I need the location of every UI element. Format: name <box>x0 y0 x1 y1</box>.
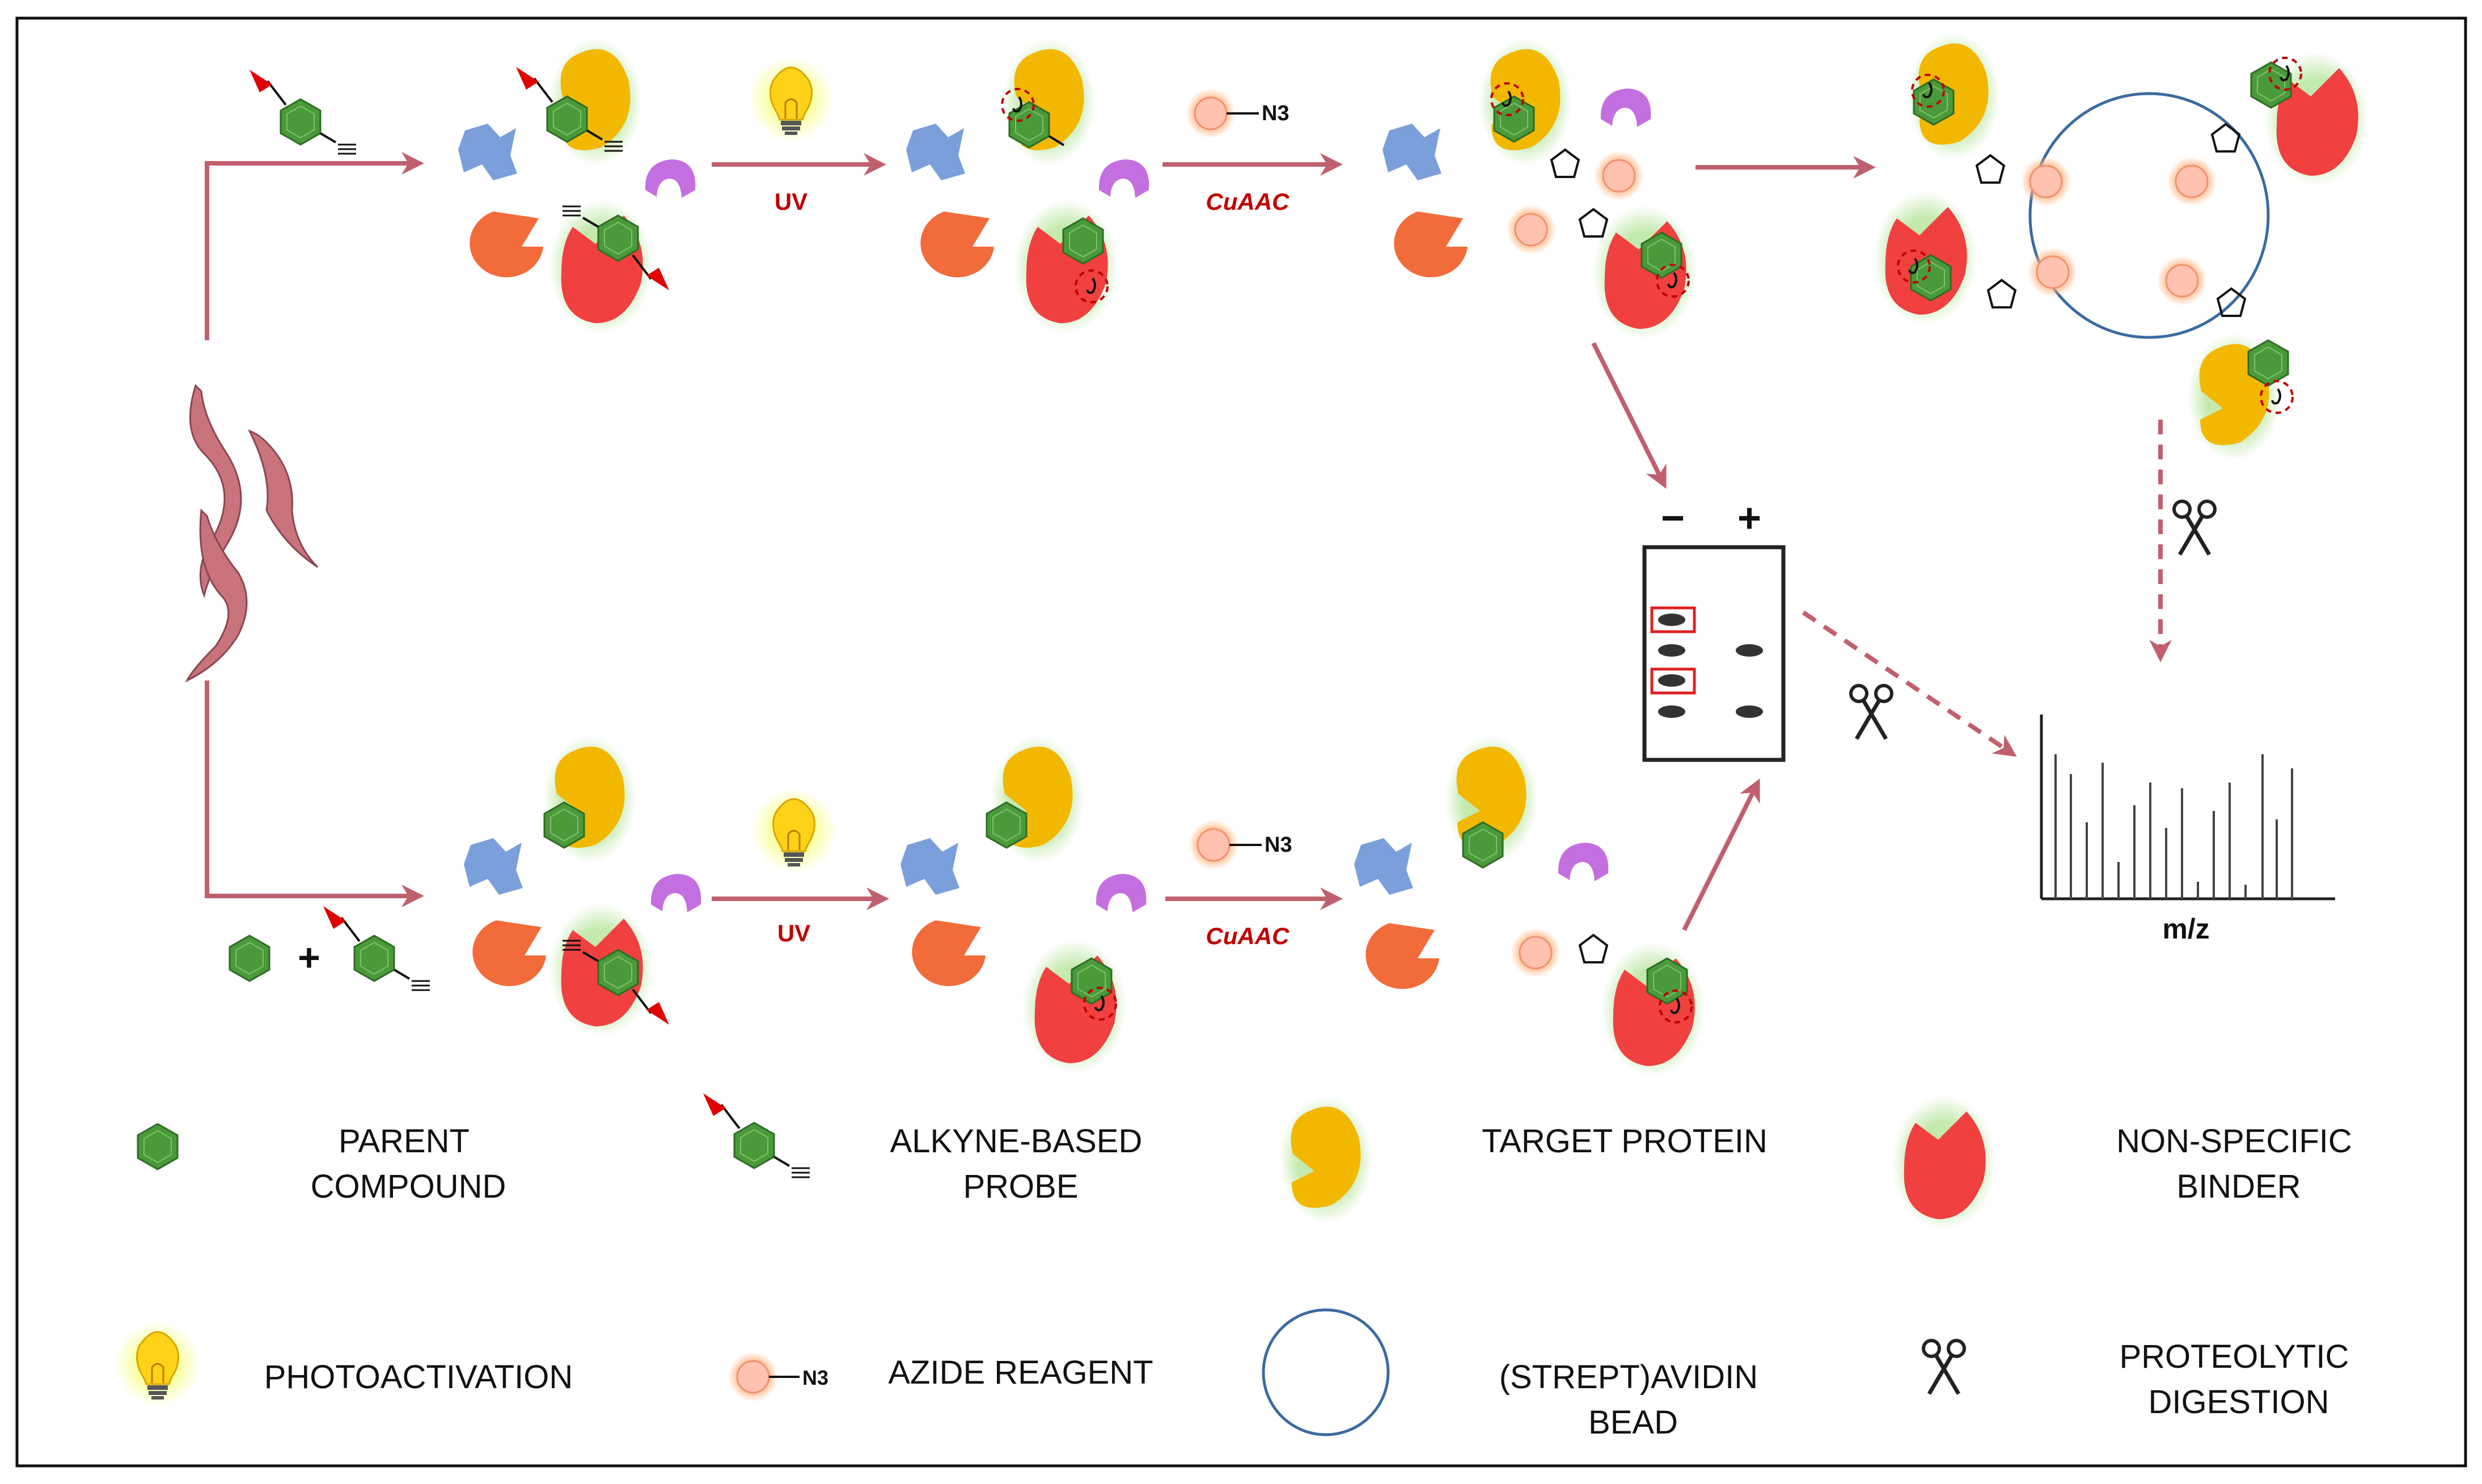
bottom-step3-proteins <box>1354 736 1705 1076</box>
ms-x-axis-label: m/z <box>2162 913 2209 945</box>
bead-capture <box>1873 33 2369 460</box>
legend-hexagon-icon <box>137 1123 179 1170</box>
legend-scissors-icon <box>1923 1341 1964 1394</box>
spectrum-icon <box>2040 714 2335 900</box>
lightbulb-icon <box>747 56 835 143</box>
cuaac-label-top: CuAAC <box>1206 188 1290 215</box>
svg-text:N3: N3 <box>1262 102 1289 125</box>
arrow-gel-to-ms <box>1802 610 2017 757</box>
arrow-to-gel-top <box>1591 342 1667 489</box>
legend-bead-icon <box>1262 1308 1390 1436</box>
legend-non-specific-binder: NON-SPECIFIC BINDER <box>2116 1123 2361 1205</box>
uv-label-top: UV <box>775 188 807 215</box>
hexagon-icon <box>229 935 270 982</box>
svg-text:N3: N3 <box>802 1366 828 1389</box>
scissors-icon <box>1851 686 1892 739</box>
gel-plus: + <box>1737 496 1761 541</box>
uv-label-bottom: UV <box>777 920 810 946</box>
legend-alkyne-probe: ALKYNE-BASED PROBE <box>890 1123 1152 1205</box>
legend-lightbulb-icon <box>114 1320 201 1407</box>
legend-avidin-bead: (STREPT)AVIDIN BEAD <box>1499 1359 1768 1441</box>
legend-proteolytic-digestion: PROTEOLYTIC DIGESTION <box>2119 1338 2358 1420</box>
bottom-step1-proteins <box>464 736 701 1037</box>
legend-alkyne-probe-icon <box>703 1093 810 1177</box>
lightbulb-icon <box>750 787 838 874</box>
trypanosome-icon <box>185 384 319 683</box>
gel-minus: − <box>1661 496 1685 541</box>
scissors-icon <box>2174 501 2215 555</box>
arrow-to-gel-bottom <box>1682 778 1760 931</box>
spectrum-peaks <box>2054 754 2293 899</box>
alkyne-probe-icon <box>323 906 430 990</box>
top-step2-proteins <box>906 39 1149 333</box>
legend: PARENT COMPOUND ALKYNE-BASED PROBE TARGE… <box>114 1093 2361 1441</box>
bead-icon <box>2028 92 2270 339</box>
top-step3-proteins <box>1382 39 1697 339</box>
cuaac-label-bottom: CuAAC <box>1206 923 1290 949</box>
figure-frame <box>15 16 2467 1468</box>
plus-sign: + <box>298 936 320 979</box>
alkyne-probe-icon <box>250 70 356 154</box>
gel-icon: − + <box>1642 496 1786 762</box>
bottom-step2-proteins <box>900 736 1147 1073</box>
branch-arrows <box>205 152 424 907</box>
svg-text:N3: N3 <box>1265 833 1292 857</box>
legend-parent-compound: PARENT COMPOUND <box>311 1123 506 1205</box>
legend-nonspecific-icon <box>1892 1096 1996 1229</box>
top-step1-proteins <box>458 39 696 333</box>
legend-target-protein: TARGET PROTEIN <box>1482 1123 1768 1160</box>
legend-azide-reagent: AZIDE REAGENT <box>888 1354 1153 1391</box>
legend-photoactivation: PHOTOACTIVATION <box>264 1359 573 1396</box>
legend-target-icon <box>1279 1096 1372 1223</box>
